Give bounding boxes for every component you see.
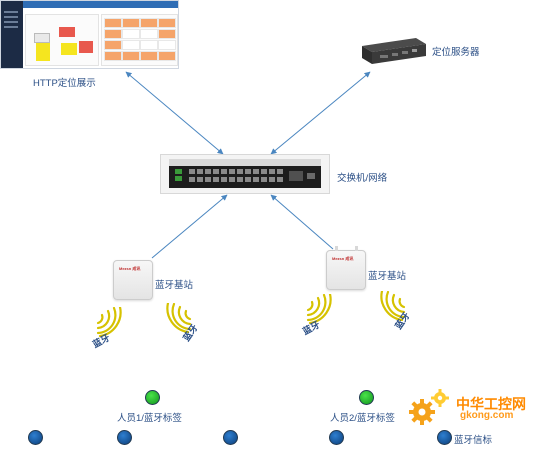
base-station-brand-logo: Mezsn 成讯 [119,266,141,271]
http-dashboard-thumbnail [0,0,179,69]
beacon-label: 蓝牙信标 [454,435,493,446]
dashboard-sidebar [1,1,23,68]
person-tag-2-icon [359,390,374,405]
signal-waves-icon [166,303,192,333]
link-switch-bs-left [151,194,228,259]
bluetooth-base-station-right: Mezsn 成讯 [326,246,366,290]
bluetooth-base-station-left: Mezsn 成讯 [113,260,153,300]
dashboard-floorplan-right [101,14,178,66]
link-server-switch [270,71,371,155]
watermark-cn-text: 中华工控网 [456,396,526,412]
signal-waves-icon [380,291,406,321]
beacon-icon [437,430,452,445]
watermark-url-text: gkong.com [460,410,514,421]
beacon-icon [223,430,238,445]
beacon-icon [28,430,43,445]
beacon-icon [329,430,344,445]
dashboard-floorplan-left [25,14,99,66]
switch-network-label: 交换机/网络 [337,173,388,184]
base-station-right-label: 蓝牙基站 [368,271,407,282]
positioning-server-label: 定位服务器 [432,47,480,58]
gkong-watermark: 中华工控网 gkong.com [402,382,538,432]
signal-waves-icon [306,294,332,324]
link-dashboard-switch [125,71,224,155]
link-switch-bs-right [270,194,334,250]
switch-icon [169,159,321,188]
person-tag-2-label: 人员2/蓝牙标签 [330,413,395,424]
person-tag-1-icon [145,390,160,405]
network-switch [160,154,330,194]
dashboard-topbar [23,1,178,8]
base-station-brand-logo: Mezsn 成讯 [332,256,354,261]
signal-waves-icon [96,307,122,337]
http-display-label: HTTP定位展示 [33,78,96,89]
server-icon [362,38,426,64]
positioning-server [360,34,428,66]
gear-logo-icon [409,389,449,425]
beacon-icon [117,430,132,445]
base-station-left-label: 蓝牙基站 [155,280,194,291]
person-tag-1-label: 人员1/蓝牙标签 [117,413,182,424]
